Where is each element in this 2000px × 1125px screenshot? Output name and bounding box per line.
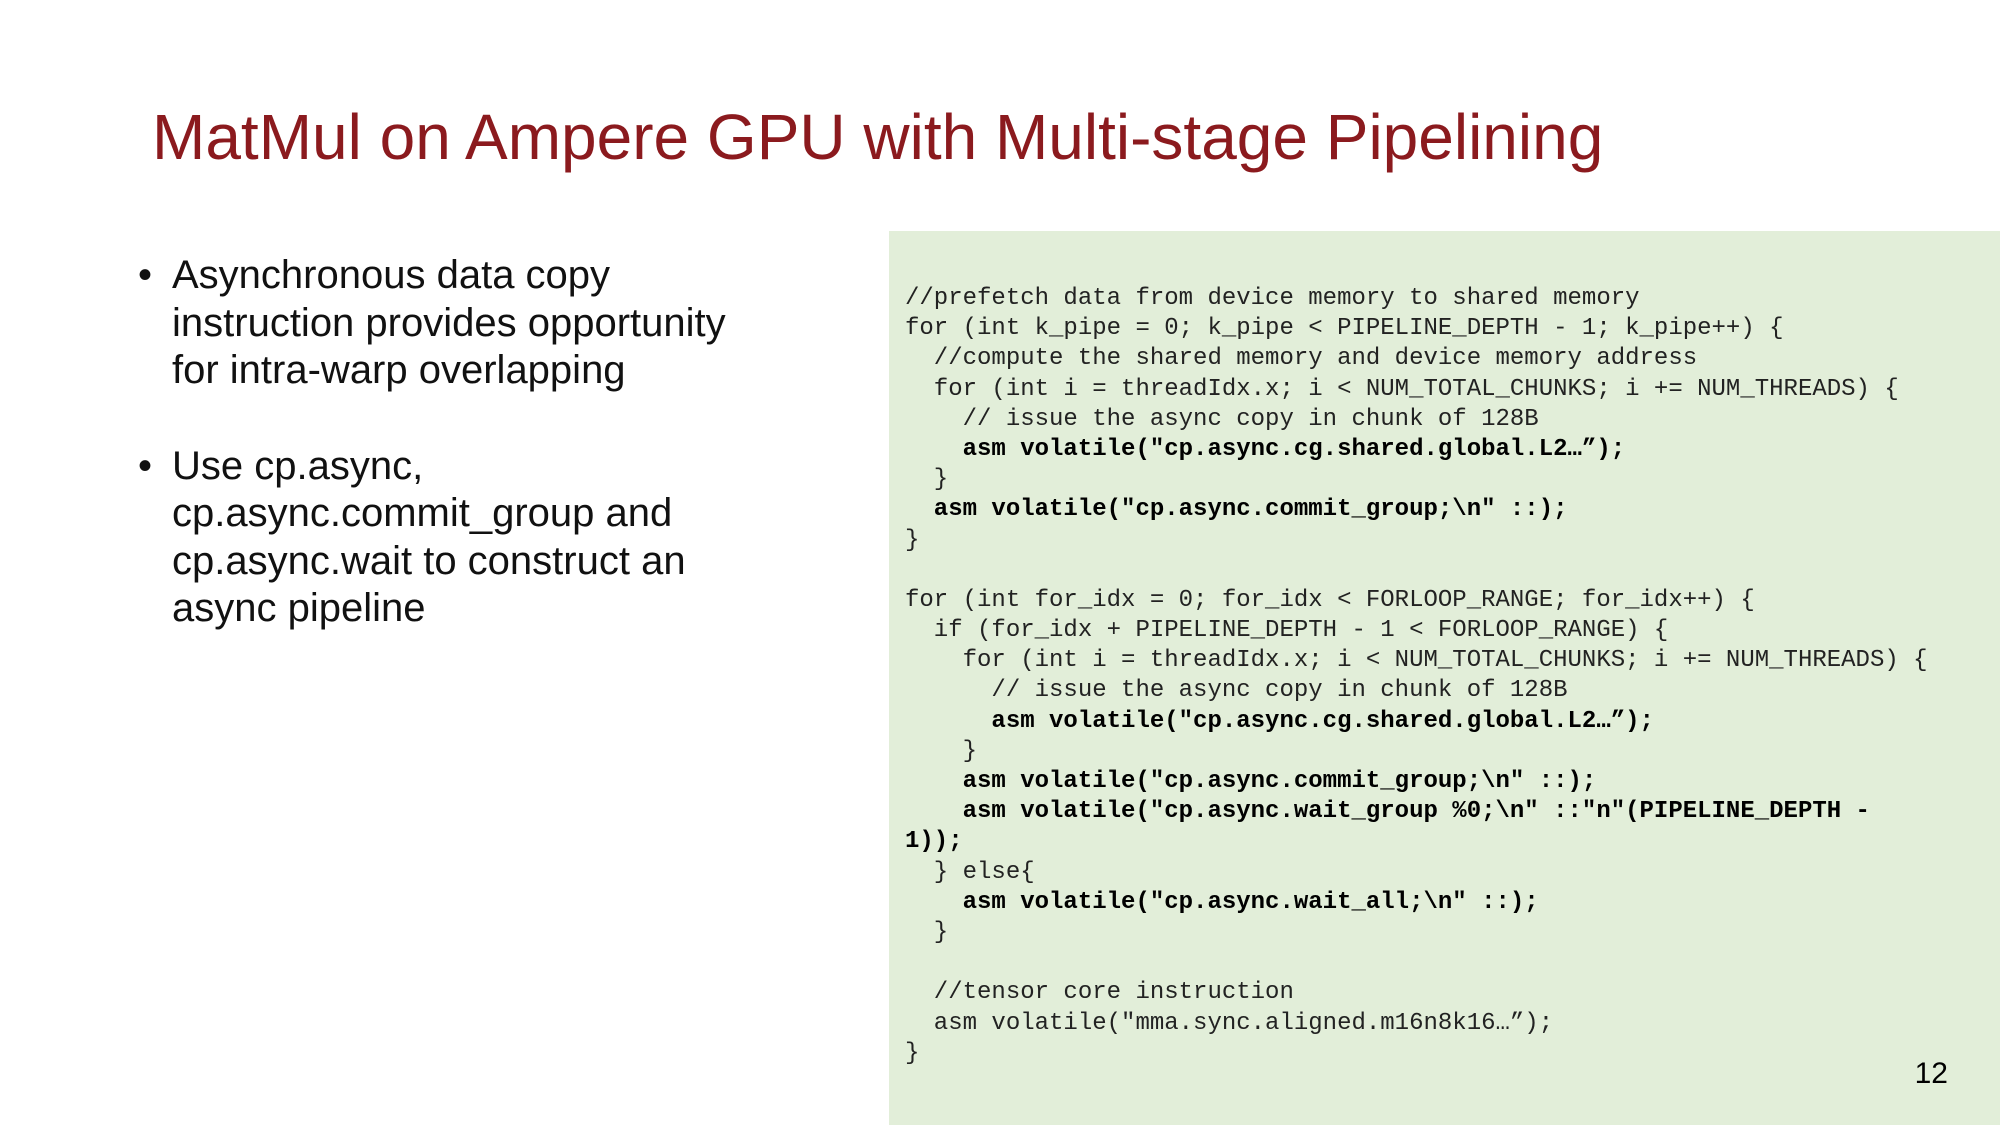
code-line: } [905, 1039, 920, 1067]
code-panel: //prefetch data from device memory to sh… [889, 231, 2000, 1125]
code-line: if (for_idx + PIPELINE_DEPTH - 1 < FORLO… [905, 617, 1669, 645]
code-line: for (int i = threadIdx.x; i < NUM_TOTAL_… [905, 375, 1899, 403]
bullet-line: instruction provides opportunity [172, 300, 726, 345]
code-line: for (int k_pipe = 0; k_pipe < PIPELINE_D… [905, 315, 1784, 343]
slide-title: MatMul on Ampere GPU with Multi-stage Pi… [152, 101, 1604, 173]
code-line: 1)); [905, 828, 963, 856]
bullet-item: • Asynchronous data copy instruction pro… [138, 252, 798, 395]
code-line: } else{ [905, 858, 1035, 886]
bullet-dot: • [138, 253, 153, 297]
bullet-item: • Use cp.async, cp.async.commit_group an… [138, 443, 798, 633]
code-line: asm volatile("cp.async.cg.shared.global.… [905, 435, 1626, 463]
bullet-list: • Asynchronous data copy instruction pro… [138, 252, 798, 681]
bullet-line: Asynchronous data copy [172, 253, 611, 297]
bullet-dot: • [138, 443, 153, 488]
code-line: } [905, 466, 949, 494]
code-line: //prefetch data from device memory to sh… [905, 285, 1640, 312]
code-line: } [905, 918, 949, 946]
code-line: asm volatile("cp.async.commit_group;\n" … [905, 768, 1597, 795]
code-line: } [905, 526, 920, 554]
bullet-line: Use cp.async, [172, 443, 424, 488]
code-line: asm volatile("cp.async.cg.shared.global.… [905, 707, 1654, 735]
code-line [905, 556, 2000, 586]
bullet-line: async pipeline [172, 586, 426, 630]
code-line: asm volatile("cp.async.wait_group %0;\n"… [905, 798, 1870, 826]
code-line [905, 948, 2000, 978]
code-line: asm volatile("cp.async.wait_all;\n" ::); [905, 888, 1539, 916]
code-line: // issue the async copy in chunk of 128B [905, 405, 1539, 433]
code-line: //compute the shared memory and device m… [905, 345, 1698, 373]
code-line: asm volatile("mma.sync.aligned.m16n8k16…… [905, 1009, 1554, 1037]
bullet-line: for intra-warp overlapping [172, 348, 626, 392]
code-line: for (int i = threadIdx.x; i < NUM_TOTAL_… [905, 647, 1928, 675]
code-line: } [905, 737, 978, 765]
code-line: // issue the async copy in chunk of 128B [905, 677, 1568, 705]
bullet-line: cp.async.commit_group and [172, 491, 673, 535]
code-block: //prefetch data from device memory to sh… [905, 284, 2000, 1069]
code-line: for (int for_idx = 0; for_idx < FORLOOP_… [905, 586, 1755, 614]
code-line: asm volatile("cp.async.commit_group;\n" … [905, 496, 1568, 524]
page-number: 12 [1914, 1057, 1948, 1090]
code-line: //tensor core instruction [905, 979, 1294, 1007]
bullet-line: cp.async.wait to construct an [172, 538, 686, 583]
